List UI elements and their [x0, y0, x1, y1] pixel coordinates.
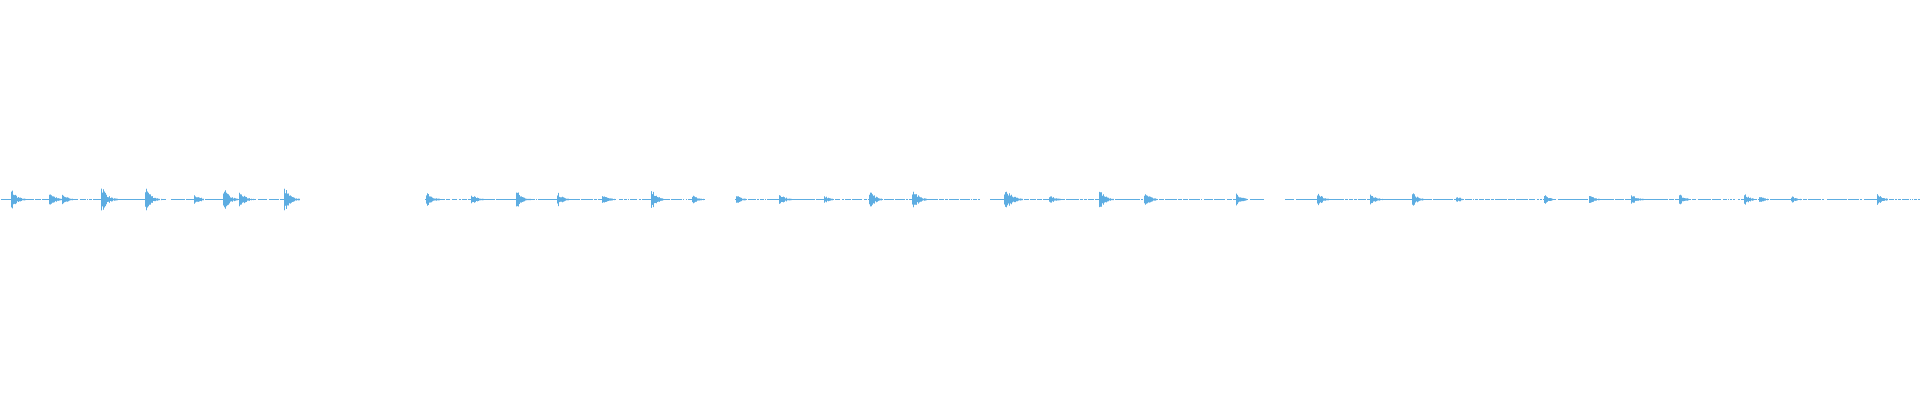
waveform-path	[1, 188, 1920, 211]
